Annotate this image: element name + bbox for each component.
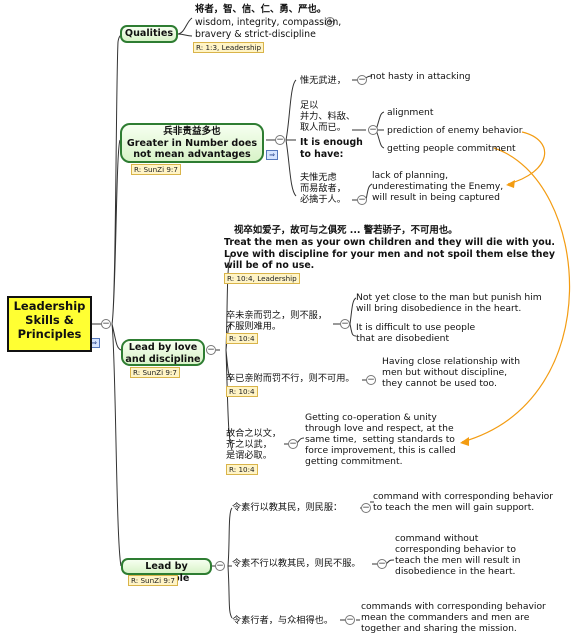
- root-label: Leadership Skills & Principles: [13, 299, 86, 341]
- example-item2-en: command without corresponding behavior t…: [395, 533, 521, 577]
- example-ref: R: SunZi 9:7: [128, 575, 178, 586]
- numbers-item3-zh: 夫惟无虑 而易敌者， 必擒于人。: [300, 172, 346, 205]
- love-head-ref: R: 10:4, Leadership: [224, 273, 300, 284]
- root-node[interactable]: Leadership Skills & Principles: [7, 296, 92, 352]
- numbers-item1-collapse-toggle[interactable]: −: [357, 75, 367, 85]
- qualities-label: Qualities: [124, 28, 174, 39]
- relation-arrowhead-1: [506, 180, 515, 188]
- love-item1-ref: R: 10:4: [226, 333, 258, 344]
- numbers-item1-en: not hasty in attacking: [370, 71, 471, 82]
- numbers-node[interactable]: 兵非贵益多也 Greater in Number does not mean a…: [120, 123, 264, 163]
- numbers-branch: [266, 79, 297, 197]
- love-item3-ref: R: 10:4: [226, 464, 258, 475]
- example-item1-en: command with corresponding behavior to t…: [373, 491, 554, 513]
- numbers-item1-zh: 惟无武进，: [300, 75, 346, 86]
- numbers-collapse-toggle[interactable]: −: [275, 135, 285, 145]
- love-item1-child-1: Not yet close to the man but punish him …: [356, 292, 542, 314]
- numbers-item2-child-3: getting people commitment: [387, 143, 516, 154]
- numbers-item3-en: lack of planning, underestimating the En…: [372, 170, 504, 203]
- qualities-text-en: wisdom, integrity, compassion, bravery &…: [195, 17, 342, 40]
- example-item1-zh: 令素行以教其民，则民服：: [232, 502, 343, 513]
- numbers-item3-collapse-toggle[interactable]: −: [357, 195, 367, 205]
- numbers-item2-bold: It is enough to have:: [300, 137, 363, 160]
- numbers-link-icon[interactable]: ⇒: [266, 150, 278, 160]
- root-collapse-toggle[interactable]: −: [101, 319, 111, 329]
- love-collapse-toggle[interactable]: −: [206, 345, 216, 355]
- love-item3-zh: 故合之以文， 齐之以武， 是谓必取。: [226, 428, 282, 461]
- qualities-add-toggle[interactable]: +: [325, 17, 335, 27]
- love-head-en: Treat the men as your own children and t…: [224, 237, 555, 271]
- love-item2-collapse-toggle[interactable]: −: [366, 375, 376, 385]
- qualities-branch: [176, 17, 193, 37]
- example-item3-collapse-toggle[interactable]: −: [345, 615, 355, 625]
- relation-arrow-1: [507, 131, 546, 185]
- example-item2-collapse-toggle[interactable]: −: [377, 559, 387, 569]
- numbers-label: 兵非贵益多也 Greater in Number does not mean a…: [126, 126, 258, 160]
- love-item1-zh: 卒未亲而罚之，则不服， 不服则难用。: [226, 310, 328, 332]
- example-item1-collapse-toggle[interactable]: −: [361, 503, 371, 513]
- relation-arrow-2: [461, 147, 571, 443]
- example-item3-en: commands with corresponding behavior mea…: [361, 601, 546, 634]
- numbers-item2-zh: 足以 并力、料敌、 取人而已。: [300, 100, 356, 133]
- relation-arrowhead-2: [460, 437, 469, 446]
- numbers-ref: R: SunZi 9:7: [131, 164, 181, 175]
- numbers-item2-child-2: prediction of enemy behavior: [387, 125, 523, 136]
- example-item2-zh: 令素不行以教其民，则民不服。: [232, 558, 361, 569]
- qualities-text-zh: 将者，智、信、仁、勇、严也。: [195, 4, 327, 15]
- love-branch: [216, 253, 233, 451]
- numbers-item2-child-1: alignment: [387, 107, 434, 118]
- love-item3-collapse-toggle[interactable]: −: [288, 439, 298, 449]
- example-item3-zh: 令素行者，与众相得也。: [232, 615, 334, 626]
- love-item3-en: Getting co-operation & unity through lov…: [305, 412, 456, 467]
- love-item2-en: Having close relationship with men but w…: [382, 356, 521, 389]
- love-node[interactable]: Lead by love and discipline: [121, 339, 205, 366]
- qualities-node[interactable]: Qualities: [120, 25, 178, 43]
- love-item1-child-2: It is difficult to use people that are d…: [356, 322, 476, 344]
- love-item2-ref: R: 10:4: [226, 386, 258, 397]
- love-label: Lead by love and discipline: [125, 342, 201, 365]
- love-item1-collapse-toggle[interactable]: −: [340, 319, 350, 329]
- qualities-ref: R: 1:3, Leadership: [193, 42, 265, 53]
- love-ref: R: SunZi 9:7: [130, 367, 180, 378]
- numbers-item2-collapse-toggle[interactable]: −: [368, 125, 378, 135]
- love-head-zh: 视卒如爱子，故可与之俱死 ... 警若骄子，不可用也。: [234, 225, 458, 236]
- love-item2-zh: 卒已亲附而罚不行，则不可用。: [226, 373, 355, 384]
- example-collapse-toggle[interactable]: −: [215, 561, 225, 571]
- main-trunk: [111, 33, 125, 567]
- example-node[interactable]: Lead by example: [121, 558, 212, 584]
